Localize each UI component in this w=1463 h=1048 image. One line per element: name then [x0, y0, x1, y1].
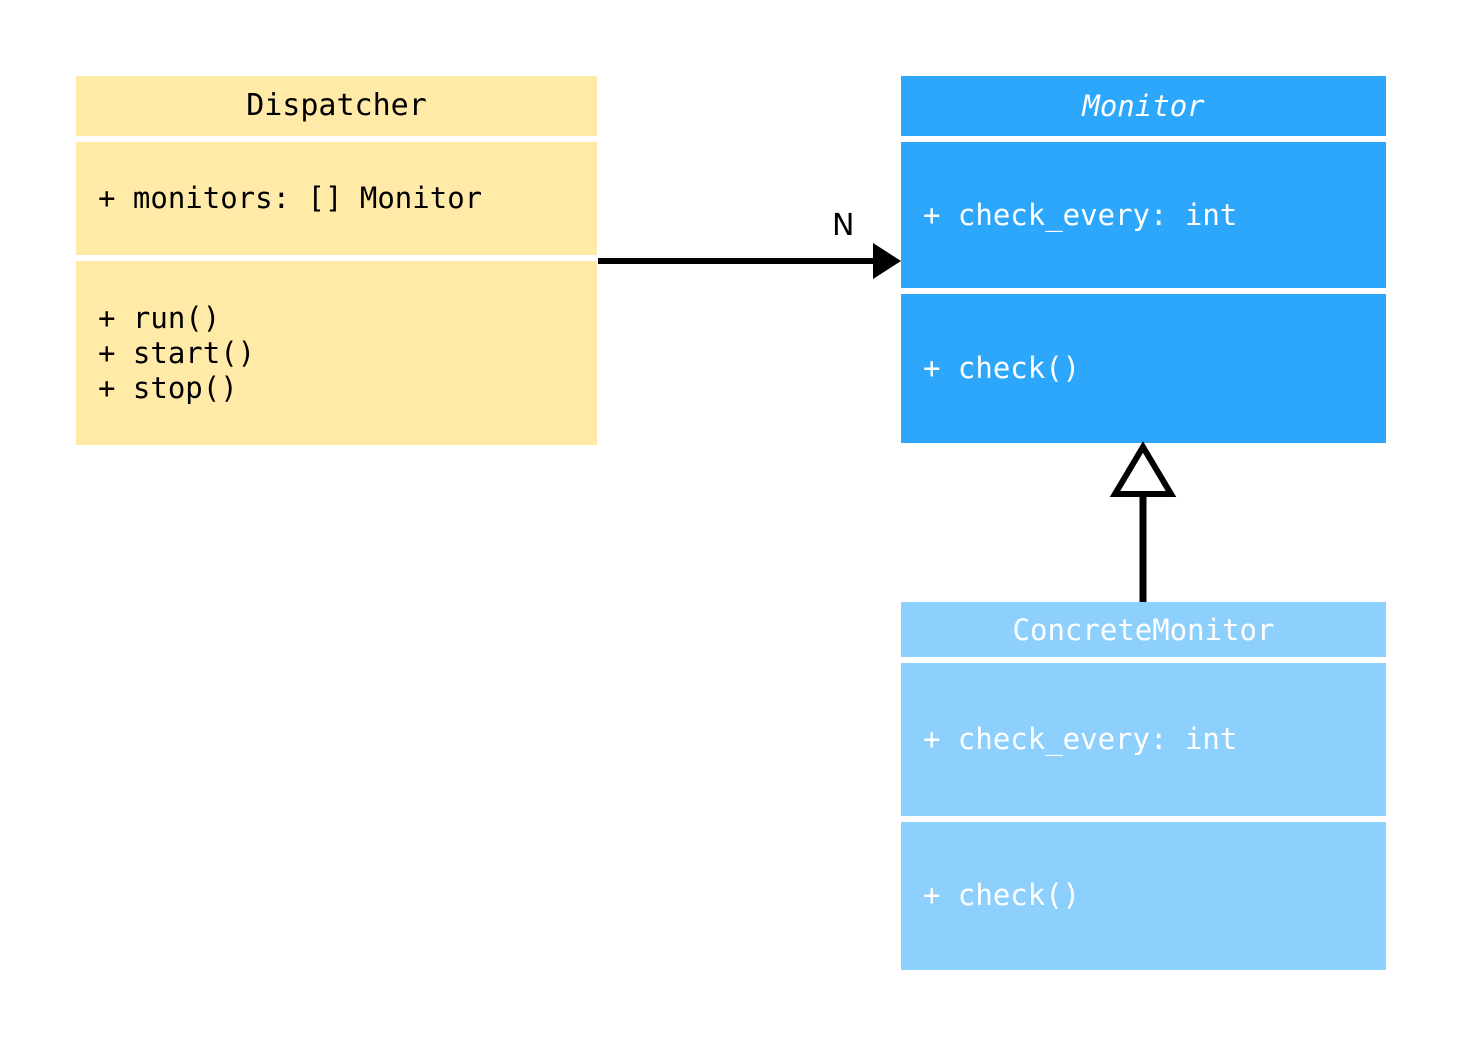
- class-box-concrete-monitor[interactable]: ConcreteMonitor + check_every: int + che…: [901, 602, 1386, 971]
- class-methods-compartment-dispatcher: + run() + start() + stop(): [76, 261, 597, 445]
- class-title-compartment-dispatcher: Dispatcher: [76, 76, 597, 136]
- class-methods-compartment-monitor: + check(): [901, 294, 1386, 443]
- class-name-monitor: Monitor: [1082, 89, 1205, 123]
- class-box-monitor[interactable]: Monitor + check_every: int + check(): [901, 76, 1386, 443]
- hollow-triangle-arrowhead-icon: [1109, 441, 1177, 497]
- class-attributes-compartment-concrete-monitor: + check_every: int: [901, 663, 1386, 816]
- class-attributes-compartment-dispatcher: + monitors: [] Monitor: [76, 142, 597, 255]
- generalization-concrete-monitor-to-monitor: [1109, 441, 1177, 602]
- filled-arrowhead-icon: [873, 243, 901, 279]
- association-multiplicity-label: N: [832, 208, 855, 243]
- compartment-divider: [76, 136, 597, 142]
- compartment-divider: [901, 815, 1386, 822]
- class-method: + check(): [923, 351, 1081, 385]
- class-name-concrete-monitor: ConcreteMonitor: [1012, 612, 1275, 647]
- class-attribute: + check_every: int: [923, 197, 1238, 232]
- class-title-compartment-monitor: Monitor: [901, 76, 1386, 136]
- class-method: + stop(): [98, 370, 238, 405]
- compartment-divider: [901, 288, 1386, 294]
- class-name-dispatcher: Dispatcher: [246, 88, 427, 123]
- compartment-divider: [901, 136, 1386, 142]
- class-attribute: + check_every: int: [923, 721, 1238, 756]
- association-dispatcher-to-monitor: [598, 243, 901, 279]
- class-methods-compartment-concrete-monitor: + check(): [901, 821, 1386, 971]
- class-method: + start(): [98, 335, 256, 370]
- class-method: + run(): [98, 300, 221, 335]
- class-box-dispatcher[interactable]: Dispatcher + monitors: [] Monitor + run(…: [76, 76, 597, 445]
- class-attribute: + monitors: [] Monitor: [98, 181, 483, 215]
- class-title-compartment-concrete-monitor: ConcreteMonitor: [901, 602, 1386, 658]
- compartment-divider: [76, 255, 597, 261]
- class-method: + check(): [923, 878, 1081, 913]
- compartment-divider: [901, 657, 1386, 664]
- class-attributes-compartment-monitor: + check_every: int: [901, 142, 1386, 288]
